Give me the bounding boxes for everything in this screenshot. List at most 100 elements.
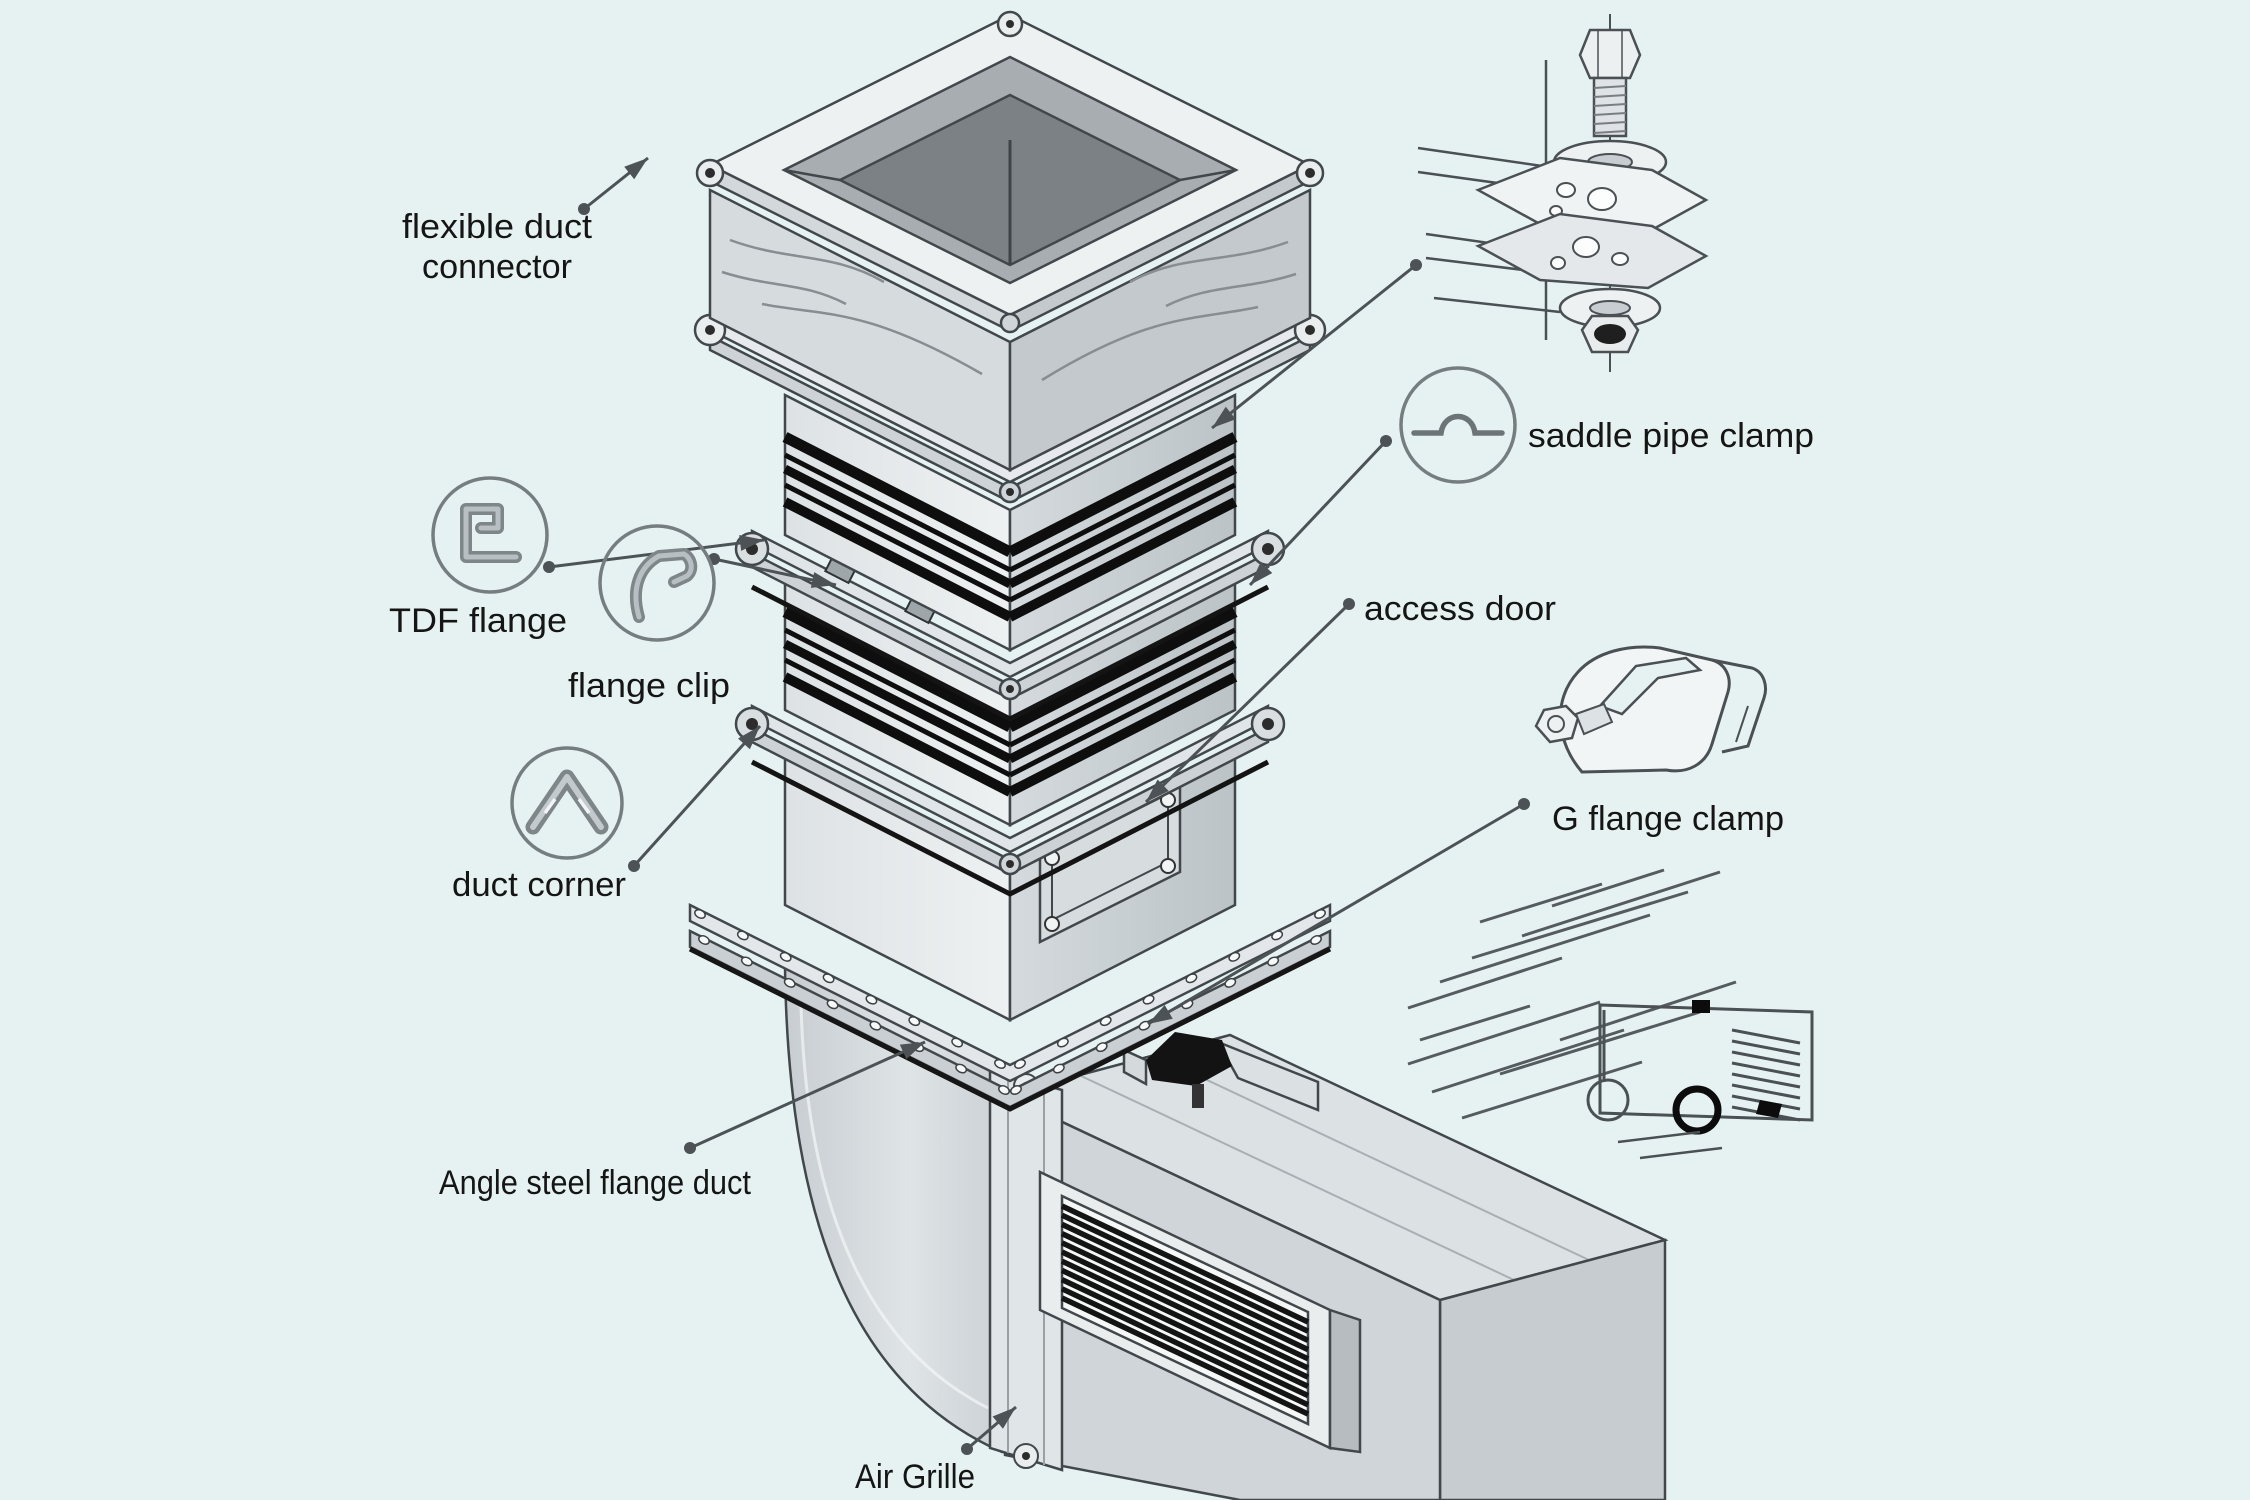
callout-g-flange-clamp: G flange clamp	[1147, 798, 1784, 1026]
g-clamp-installed	[1122, 1032, 1320, 1112]
bracket-hole	[1611, 252, 1629, 266]
flange-bolt-hole	[1142, 994, 1155, 1005]
leader-line	[1211, 263, 1417, 430]
grille-slat	[1060, 1286, 1310, 1408]
duct-elbow	[783, 962, 1012, 1454]
leader-arrowhead	[739, 535, 764, 551]
flange-bolt-hole	[869, 1020, 882, 1031]
bolt-hole	[1006, 20, 1014, 28]
grille-slat	[1060, 1221, 1310, 1343]
duct-corner-label-line: duct corner	[452, 866, 626, 904]
flange-bolt-hole	[998, 1085, 1010, 1095]
flexible-duct-connector-label-line: connector	[422, 248, 572, 286]
flange-bolt-hole	[779, 951, 792, 962]
saddle-pipe-clamp-label-line: saddle pipe clamp	[1528, 417, 1814, 455]
flange-bolt-hole	[1010, 1085, 1022, 1095]
air-grille-label: Air Grille	[855, 1458, 975, 1496]
g-clamp-bolt-face	[1547, 715, 1565, 733]
g-flange-clamp-label: G flange clamp	[1552, 800, 1784, 838]
insulation-stripe	[782, 639, 1013, 764]
interior-edge	[783, 168, 841, 182]
bracket-hole	[1550, 256, 1566, 270]
flange-plate-upper	[688, 902, 1332, 1083]
clamp-pin	[1192, 1084, 1204, 1108]
leader-dot	[1343, 598, 1355, 610]
saddle-clamp-bolt-detail-leader	[1211, 259, 1422, 430]
flange-bolt-hole	[865, 994, 878, 1005]
insulation-stripe	[1007, 464, 1238, 589]
grille-slat	[1060, 1203, 1310, 1325]
leader-arrowhead	[1148, 1004, 1173, 1024]
leader-arrowhead	[899, 1042, 925, 1060]
flange-clip-icon	[636, 554, 691, 617]
access-door-label: access door	[1364, 590, 1556, 628]
bolt-hole	[1006, 860, 1014, 868]
insulation-stripes	[782, 432, 1238, 622]
flange-bolt-hole	[908, 1016, 921, 1027]
interior-edge	[1179, 168, 1237, 182]
insulation-stripe	[1007, 497, 1238, 622]
callout-saddle-pipe-clamp: saddle pipe clamp	[1248, 366, 1814, 587]
flange-bolt-hole	[1271, 930, 1284, 941]
insulation-stripe	[1007, 639, 1238, 764]
tdf-flange-circle	[431, 476, 549, 594]
elbow-highlight	[799, 1004, 989, 1410]
insulation-stripe	[783, 452, 1012, 573]
insulation-stripe	[783, 482, 1012, 603]
tdf-flange-label-line: TDF flange	[389, 602, 567, 640]
hatch-line	[1407, 956, 1563, 1010]
flange-plate-lower	[688, 928, 1332, 1109]
air-grille-label-line: Air Grille	[855, 1458, 975, 1496]
g-clamp-bolt-head	[1534, 704, 1580, 744]
callout-access-door: access door	[1144, 590, 1556, 804]
angle-steel-flange	[688, 902, 1332, 1112]
clamp-left-piece	[1122, 1048, 1148, 1087]
g-flange-clamp-drawing	[1534, 645, 1767, 774]
insulation-stripe	[1008, 657, 1237, 778]
hatch-line	[1521, 870, 1721, 938]
profile-slat-line	[1731, 1028, 1801, 1045]
hatch-line	[1471, 890, 1689, 960]
bracket-hole	[1587, 187, 1617, 211]
flange-bolt-hole	[822, 973, 835, 984]
fabric-wrinkles	[721, 238, 1297, 382]
leader-dot	[1380, 435, 1392, 447]
g-clamp-hook-inner	[1735, 705, 1749, 743]
flange-bolt-hole	[1056, 1037, 1069, 1048]
flange-bolt-hole	[1224, 977, 1237, 988]
profile-extra-line	[1617, 1130, 1701, 1144]
g-clamp-body-dark	[1146, 1032, 1232, 1086]
bolt-hole	[1006, 685, 1014, 693]
profile-slat-line	[1731, 1072, 1801, 1089]
hatch-line	[1461, 1060, 1643, 1120]
grille-slat	[1060, 1231, 1310, 1353]
duct-edge-cross-section-detail	[1407, 868, 1814, 1160]
washer-bottom-hole	[1589, 300, 1631, 316]
hatch-line	[1439, 913, 1651, 984]
saddle-clamp-exploded-detail	[1417, 14, 1709, 372]
leader-arrowhead	[992, 1407, 1016, 1429]
grille-slat	[1060, 1295, 1310, 1417]
leader-dot	[1518, 798, 1530, 810]
hex-nut-center	[1594, 324, 1626, 344]
tdf-flange-joint-2	[734, 703, 1286, 897]
hex-bolt-head	[1578, 28, 1642, 80]
profile-slat-line	[1731, 1083, 1801, 1100]
joint-shadow	[750, 584, 1270, 722]
flange-clip-circle	[598, 524, 716, 642]
insulation-stripe	[782, 497, 1013, 622]
grille-slats	[1060, 1203, 1310, 1417]
flange-bolt-hole	[783, 977, 796, 988]
grille-slat	[1060, 1258, 1310, 1380]
insulation-stripe	[1007, 607, 1238, 732]
flange-bolt-hole	[698, 935, 710, 945]
leader-arrowhead	[1146, 779, 1169, 802]
flange-bolt-hole	[826, 999, 839, 1010]
g-clamp-slot	[1597, 656, 1703, 716]
flexible-connector-top-frame	[695, 10, 1325, 334]
flange-bolt-hole	[1228, 951, 1241, 962]
insulation-stripe	[1007, 672, 1238, 797]
